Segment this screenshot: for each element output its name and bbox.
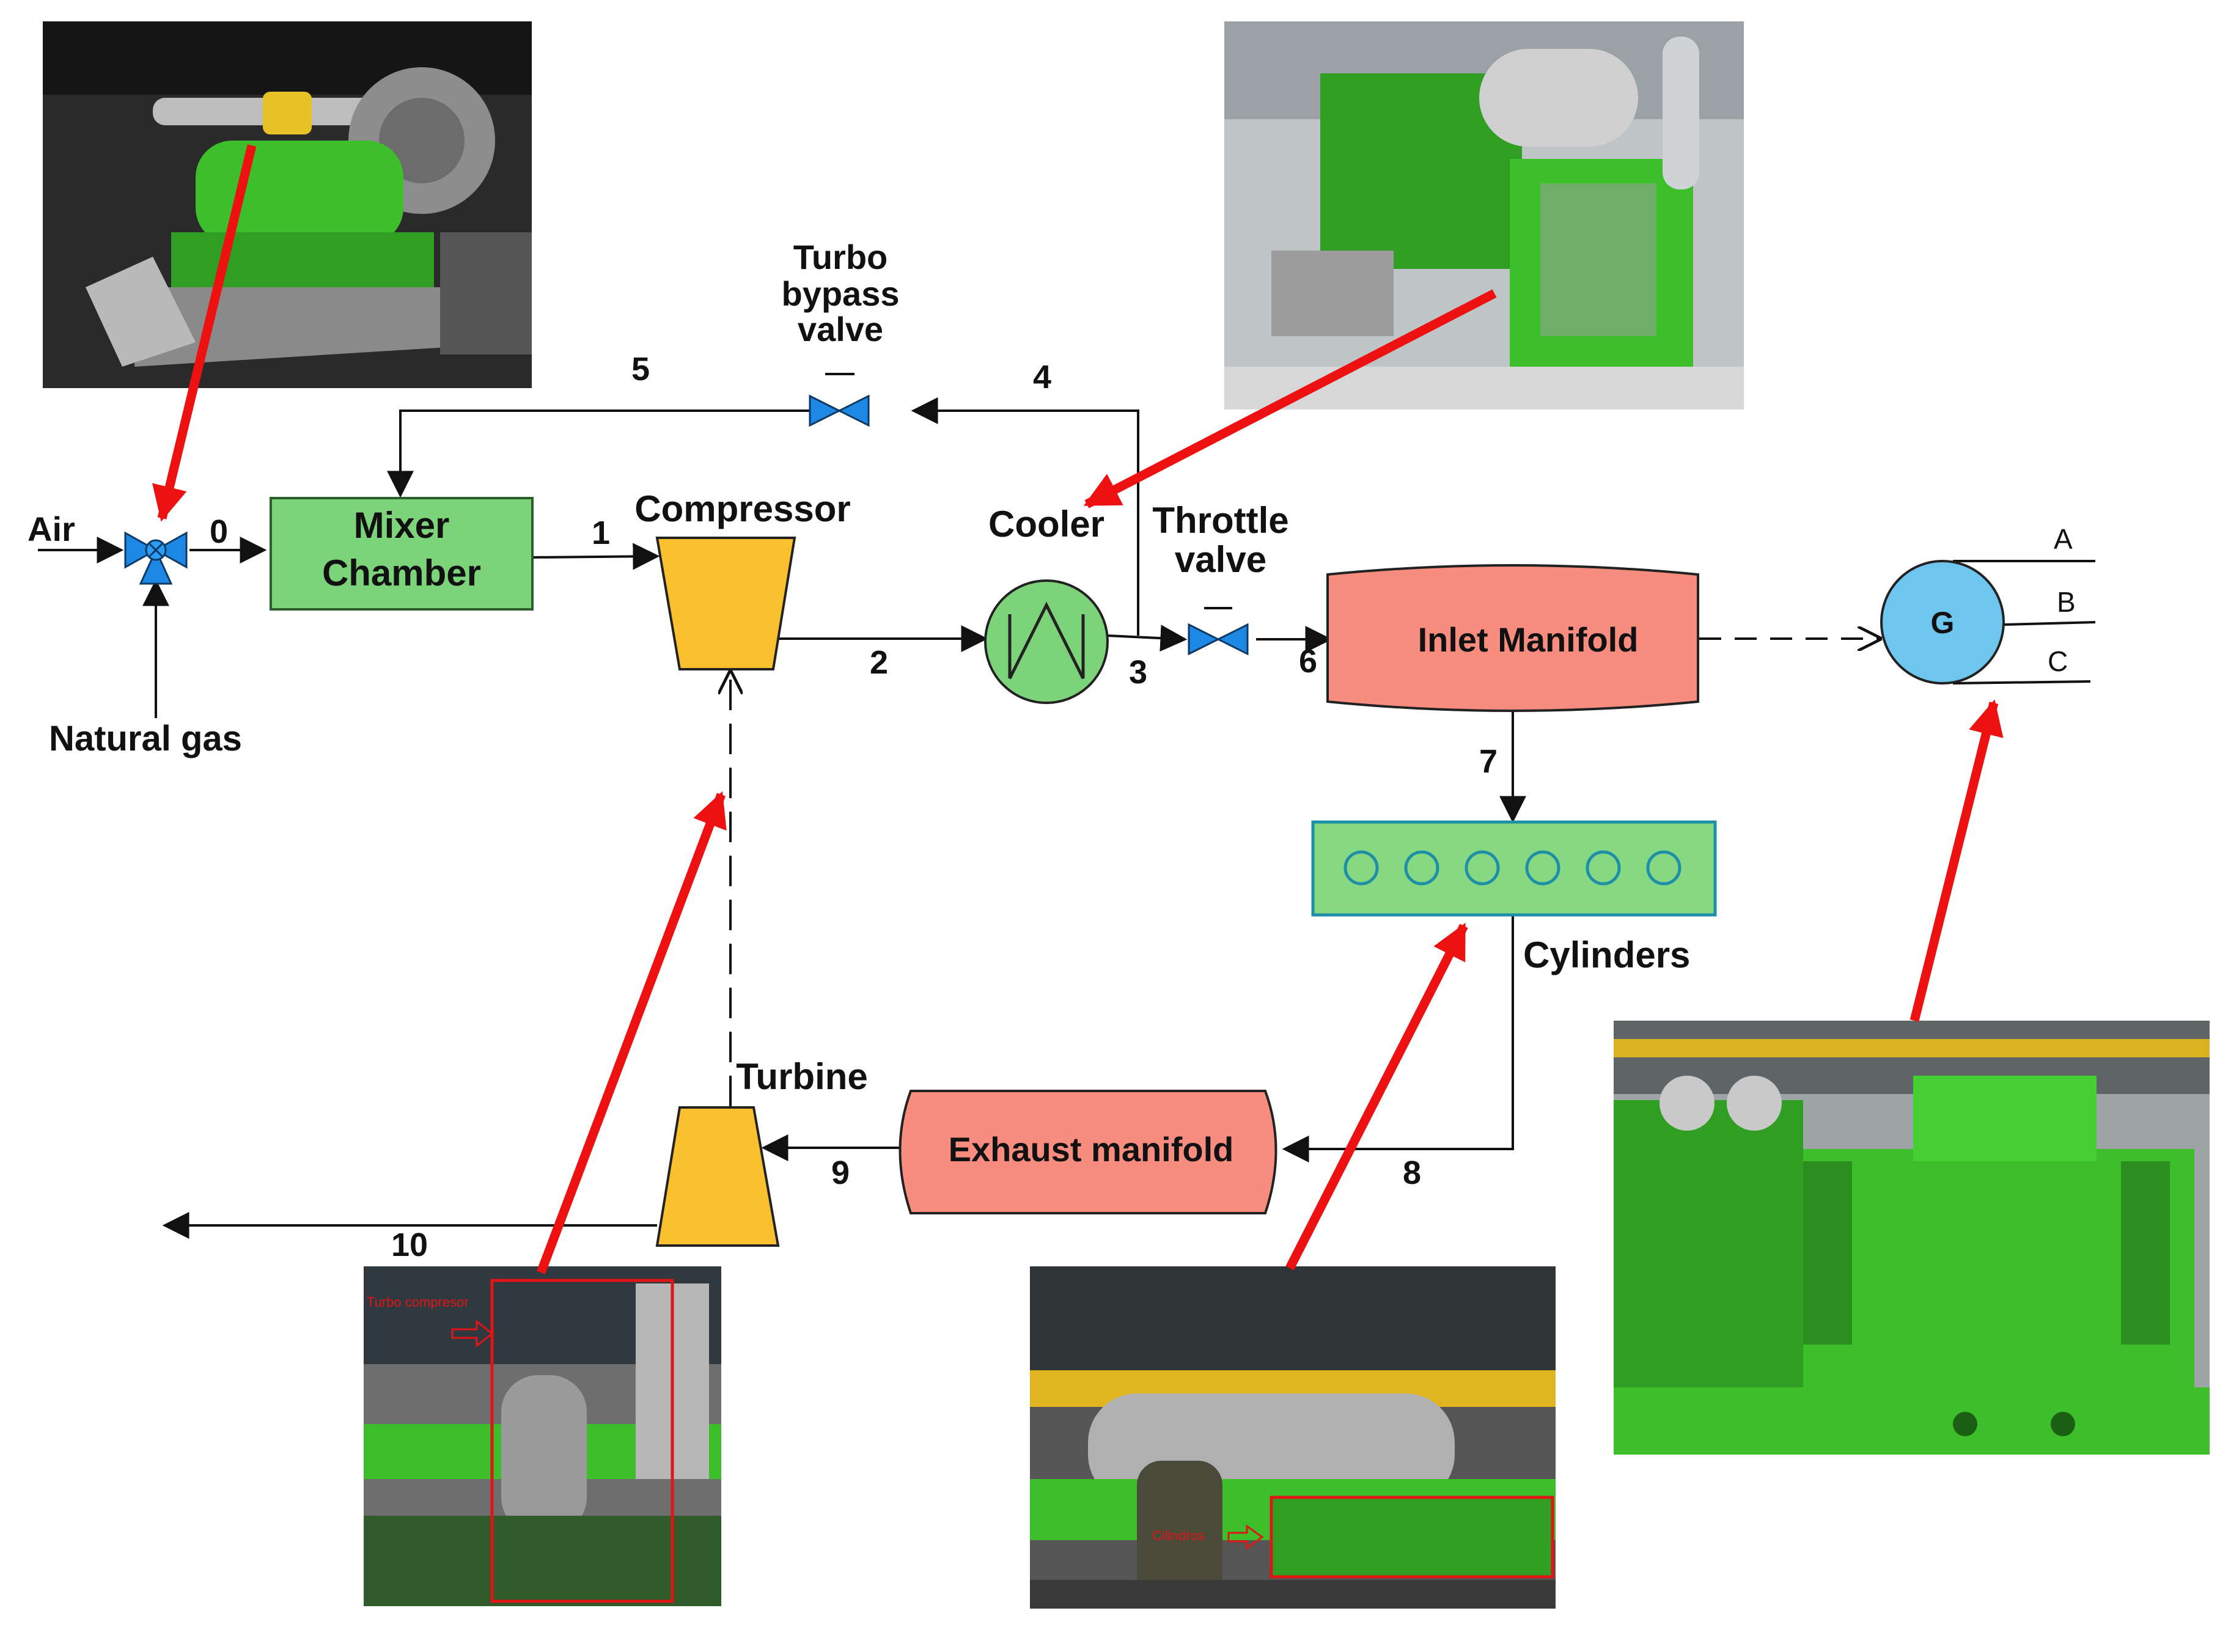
turbine[interactable] (655, 1106, 780, 1247)
turbine-label: Turbine (736, 1056, 868, 1097)
throttle-label-line1: Throttle (1152, 500, 1288, 541)
callout-arrow-cylinders (1285, 922, 1468, 1271)
throttle-valve[interactable] (1188, 607, 1249, 656)
callout-arrow-gas-line (152, 144, 257, 522)
photo-generator (1614, 1021, 2210, 1455)
stream-1-line (531, 543, 660, 570)
inlet-manifold-label: Inlet Manifold (1418, 620, 1639, 659)
cylinder-1 (1343, 850, 1379, 886)
mixer-label-line1: Mixer (354, 505, 450, 546)
cooler[interactable] (984, 579, 1109, 704)
turbo-label-line2: bypass (782, 274, 900, 313)
mixing-valve[interactable] (124, 531, 188, 585)
generator-label: G (1931, 606, 1955, 640)
photo-cooler (1224, 21, 1744, 409)
phase-a-label: A (2054, 523, 2073, 555)
photo-cylinders: Cilindros (1030, 1266, 1556, 1609)
cylinders-block[interactable] (1311, 820, 1717, 917)
stream-8-number: 8 (1403, 1155, 1421, 1191)
exhaust-manifold-label: Exhaust manifold (949, 1130, 1234, 1169)
photo-turbo-compressor: Turbo compresor (364, 1266, 721, 1606)
stream-3-line (1107, 625, 1188, 652)
throttle-label-line2: valve (1175, 539, 1266, 580)
natural-gas-label: Natural gas (49, 719, 242, 758)
compressor[interactable] (655, 537, 796, 670)
stream-5-number: 5 (631, 351, 650, 387)
mixer-chamber[interactable] (270, 497, 534, 611)
photo-turbo-caption: Turbo compresor (367, 1294, 469, 1310)
stream-9-number: 9 (831, 1155, 850, 1191)
phase-c-label: C (2048, 645, 2068, 677)
inlet-manifold[interactable] (1326, 564, 1699, 712)
stream-2-number: 2 (870, 644, 888, 681)
callout-arrow-generator (1909, 699, 2004, 1022)
phase-c-line (1952, 680, 2091, 685)
photo-cylinders-caption: Cilindros (1152, 1528, 1205, 1543)
air-label: Air (28, 510, 75, 548)
compressor-label: Compressor (634, 488, 850, 529)
exhaust-manifold[interactable] (899, 1090, 1277, 1214)
cylinder-5 (1586, 850, 1621, 886)
stream-10-number: 10 (391, 1227, 428, 1263)
turbo-bypass-valve[interactable] (809, 373, 870, 427)
stream-5-line (387, 409, 808, 498)
generator[interactable] (1880, 560, 2005, 685)
stream-0-number: 0 (210, 513, 228, 550)
stream-8-line (1282, 914, 1514, 1162)
stream-7-number: 7 (1479, 743, 1498, 780)
cylinder-3 (1465, 850, 1500, 886)
phase-b-label: B (2057, 586, 2076, 618)
mixer-label-line2: Chamber (322, 553, 481, 593)
turbo-label-line1: Turbo (793, 238, 888, 276)
stream-3-number: 3 (1129, 654, 1147, 691)
callout-arrow-compressor (536, 791, 727, 1274)
stream-4-line (911, 397, 1139, 636)
cooler-label: Cooler (988, 504, 1104, 545)
stream-6-number: 6 (1299, 643, 1317, 680)
turbo-label-line3: valve (798, 310, 883, 348)
stream-1-number: 1 (592, 515, 610, 551)
callout-arrow-cooler (1083, 289, 1497, 508)
cylinder-2 (1404, 850, 1439, 886)
stream-4-number: 4 (1033, 359, 1051, 395)
photo-gas-line (43, 21, 532, 388)
cylinder-4 (1525, 850, 1560, 886)
phase-b-line (2003, 621, 2096, 626)
cylinder-circles (1343, 850, 1682, 886)
cylinder-6 (1646, 850, 1682, 886)
cylinders-label: Cylinders (1523, 934, 1690, 975)
